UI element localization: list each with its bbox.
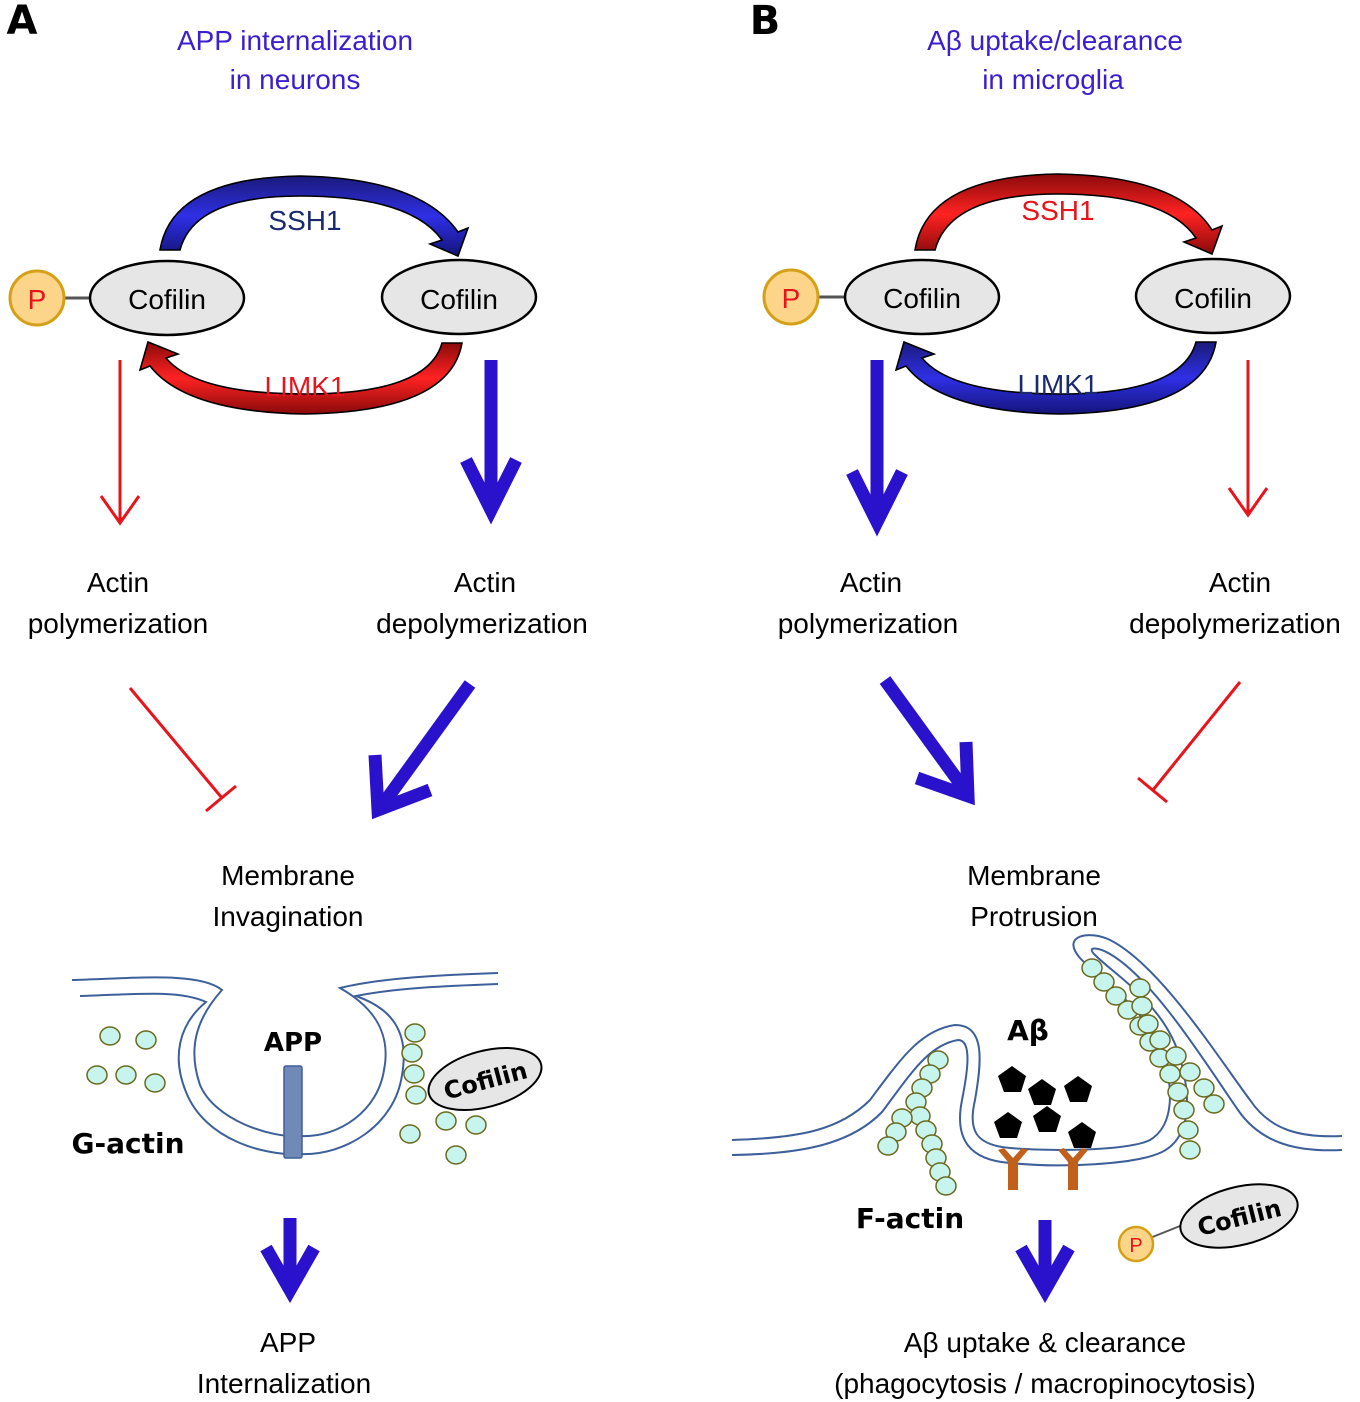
panel-a-result-line2: Internalization — [197, 1368, 371, 1399]
limk1-cycle-arrow-icon — [138, 340, 463, 415]
phospho-group-illustration-icon — [1117, 1225, 1155, 1263]
abeta-peptides — [994, 1066, 1096, 1148]
panel-b-phospho-label: P — [782, 283, 801, 314]
panel-a-right-outcome-line2: depolymerization — [376, 608, 588, 639]
panel-a-left-outcome-line1: Actin — [87, 567, 149, 598]
panel-a-limk1-label: LIMK1 — [265, 371, 346, 402]
panel-b-result-line2: (phagocytosis / macropinocytosis) — [834, 1368, 1256, 1399]
thick-blue-down-arrow-icon — [460, 360, 522, 525]
panel-a-title-line1: APP internalization — [177, 25, 413, 56]
f-actin-filament-right — [1081, 958, 1225, 1160]
thick-blue-diagonal-arrow-icon-b — [879, 676, 975, 806]
panel-b-right-outcome-line2: depolymerization — [1129, 608, 1341, 639]
blue-result-arrow-icon-b — [1015, 1220, 1075, 1304]
panel-a-ssh1-label: SSH1 — [268, 205, 341, 236]
panel-b-cofilin-right-label: Cofilin — [1174, 283, 1252, 314]
ssh1-cycle-arrow-icon-b — [914, 173, 1224, 256]
panel-b-ssh1-label: SSH1 — [1021, 195, 1094, 226]
panel-a-phospho-label: P — [28, 284, 47, 315]
phospho-link-line-illustration — [1149, 1225, 1181, 1239]
panel-a-left-outcome-line2: polymerization — [28, 608, 209, 639]
panel-b-abeta-label: Aβ — [1007, 1014, 1049, 1047]
cofilin-illustration-a — [427, 1047, 543, 1111]
phospho-group-icon — [8, 269, 66, 327]
f-actin-filament-left — [877, 1050, 957, 1196]
panel-a-gactin-label: G-actin — [71, 1127, 184, 1160]
panel-b-limk1-label: LIMK1 — [1018, 369, 1099, 400]
thick-blue-diagonal-arrow-icon — [368, 680, 476, 820]
panel-b-phospho-illustration-label: P — [1129, 1235, 1142, 1257]
ssh1-cycle-arrow-icon — [159, 175, 470, 258]
panel-b-letter: B — [750, 0, 781, 44]
thin-red-down-arrow-icon-b — [1227, 360, 1269, 518]
cofilin-illustration-b — [1179, 1183, 1299, 1249]
panel-a-title-line2: in neurons — [230, 64, 361, 95]
cofilin-active-node-b — [1134, 257, 1292, 335]
phospho-group-icon-b — [762, 268, 820, 326]
panel-b-membrane-line1: Membrane — [967, 860, 1101, 891]
panel-a: A APP internalization in neurons SSH1 LI… — [7, 0, 588, 1399]
panel-a-membrane-line2: Invagination — [212, 901, 363, 932]
g-actin-monomers-left — [86, 1026, 166, 1093]
cofilin-phosphorylated-node — [88, 259, 246, 337]
panel-a-cofilin-right-label: Cofilin — [420, 284, 498, 315]
thick-blue-down-arrow-icon-b — [846, 360, 908, 537]
panel-b-title-line2: in microglia — [982, 64, 1124, 95]
panel-a-membrane-line1: Membrane — [221, 860, 355, 891]
panel-a-cofilin-left-label: Cofilin — [128, 284, 206, 315]
panel-a-app-label: APP — [264, 1028, 322, 1058]
red-inhibition-line-icon — [128, 687, 237, 813]
panel-b-title-line1: Aβ uptake/clearance — [927, 25, 1183, 56]
thin-red-down-arrow-icon — [99, 360, 141, 526]
panel-a-right-outcome-line1: Actin — [454, 567, 516, 598]
panel-b-left-outcome-line1: Actin — [840, 567, 902, 598]
g-actin-monomers-right — [399, 1023, 487, 1165]
panel-b-cofilin-left-label: Cofilin — [883, 283, 961, 314]
panel-b-membrane-line2: Protrusion — [970, 901, 1098, 932]
red-inhibition-line-icon-b — [1137, 681, 1242, 804]
panel-b-factin-label: F-actin — [856, 1202, 964, 1235]
cofilin-phosphorylated-node-b — [843, 258, 1001, 336]
panel-a-letter: A — [7, 0, 38, 44]
limk1-cycle-arrow-icon-b — [894, 340, 1217, 415]
app-protein-bar — [283, 1065, 303, 1159]
panel-b: B Aβ uptake/clearance in microglia SSH1 … — [731, 0, 1343, 1399]
panel-b-result-line1: Aβ uptake & clearance — [904, 1327, 1186, 1358]
cofilin-active-node — [380, 258, 538, 336]
panel-a-result-line1: APP — [260, 1327, 316, 1358]
protruding-membrane — [731, 934, 1343, 1167]
receptor-icons — [998, 1148, 1088, 1190]
blue-result-arrow-icon-a — [260, 1218, 320, 1304]
panel-b-right-outcome-line1: Actin — [1209, 567, 1271, 598]
panel-b-left-outcome-line2: polymerization — [778, 608, 959, 639]
